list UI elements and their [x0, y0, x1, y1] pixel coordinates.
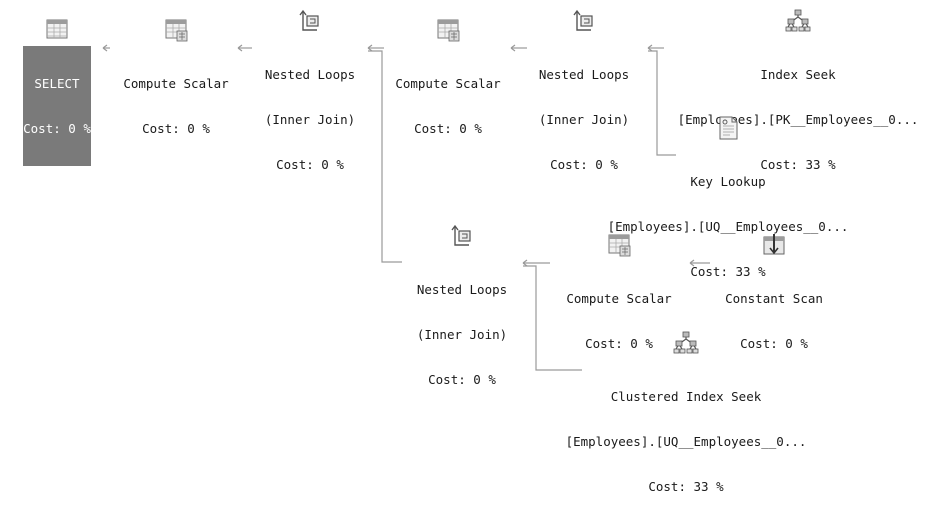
plan-node-constant-scan[interactable]: Constant Scan Cost: 0 % [712, 232, 836, 381]
node-cost: Cost: 33 % [760, 157, 836, 172]
node-cost: Cost: 0 % [585, 336, 653, 351]
node-detail: (Inner Join) [538, 112, 630, 127]
compute-scalar-icon [165, 19, 188, 42]
node-name: Nested Loops [264, 67, 356, 82]
node-name: Clustered Index Seek [610, 389, 762, 404]
node-cost: Cost: 33 % [648, 479, 724, 494]
clustered-index-seek-icon [673, 331, 699, 354]
node-name: Nested Loops [416, 282, 508, 297]
plan-node-nested-loops-2[interactable]: Nested Loops (Inner Join) Cost: 0 % [526, 8, 642, 202]
node-name: Key Lookup [690, 174, 766, 189]
plan-node-index-seek[interactable]: Index Seek [Employees].[PK__Employees__0… [660, 8, 936, 202]
node-cost: Cost: 0 % [550, 157, 618, 172]
nested-loops-icon [573, 9, 593, 31]
index-seek-icon [785, 9, 811, 32]
node-name: SELECT [34, 76, 80, 91]
execution-plan-canvas: SELECT Cost: 0 % Compute Scalar Cost: 0 … [10, 8, 936, 494]
node-name: Compute Scalar [395, 76, 501, 91]
plan-node-compute-scalar-2[interactable]: Compute Scalar Cost: 0 % [384, 17, 512, 166]
node-cost: Cost: 0 % [428, 372, 496, 387]
node-name: Compute Scalar [123, 76, 229, 91]
plan-node-compute-scalar-3[interactable]: Compute Scalar Cost: 0 % [551, 232, 687, 381]
select-icon [46, 19, 68, 39]
node-object: [Employees].[PK__Employees__0... [677, 112, 919, 127]
compute-scalar-icon [608, 234, 631, 257]
node-cost: Cost: 0 % [740, 336, 808, 351]
constant-scan-icon [763, 234, 785, 255]
node-name: Compute Scalar [566, 291, 672, 306]
plan-node-key-lookup[interactable]: Key Lookup [Employees].[UQ__Employees__0… [590, 115, 866, 309]
node-name: Index Seek [760, 67, 836, 82]
node-cost: Cost: 0 % [23, 121, 91, 136]
node-cost: Cost: 0 % [142, 121, 210, 136]
nested-loops-icon [451, 224, 471, 246]
node-cost: Cost: 0 % [276, 157, 344, 172]
compute-scalar-icon [437, 19, 460, 42]
plan-node-nested-loops-1[interactable]: Nested Loops (Inner Join) Cost: 0 % [252, 8, 368, 202]
node-name: Nested Loops [538, 67, 630, 82]
plan-node-compute-scalar-1[interactable]: Compute Scalar Cost: 0 % [110, 17, 242, 166]
nested-loops-icon [299, 9, 319, 31]
node-object: [Employees].[UQ__Employees__0... [565, 434, 807, 449]
plan-node-select[interactable]: SELECT Cost: 0 % [10, 17, 104, 166]
node-cost: Cost: 0 % [414, 121, 482, 136]
node-detail: (Inner Join) [416, 327, 508, 342]
node-detail: (Inner Join) [264, 112, 356, 127]
plan-node-clustered-index-seek[interactable]: Clustered Index Seek [Employees].[UQ__Em… [548, 330, 824, 524]
plan-node-nested-loops-3[interactable]: Nested Loops (Inner Join) Cost: 0 % [404, 223, 520, 417]
node-cost: Cost: 33 % [690, 264, 766, 279]
node-name: Constant Scan [725, 291, 823, 306]
node-object: [Employees].[UQ__Employees__0... [607, 219, 849, 234]
key-lookup-icon [719, 116, 738, 140]
